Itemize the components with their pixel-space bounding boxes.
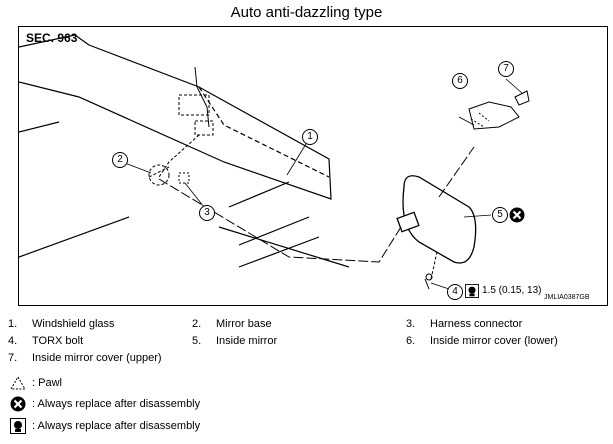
exploded-diagram: SEC. 963 1 2 3 4 5 6 7 1.5 (0.15, 13) JM… (18, 26, 608, 306)
section-label: SEC. 963 (26, 31, 78, 45)
torx-bolt-shape (424, 273, 433, 290)
replace-icon (509, 207, 525, 223)
harness-connector-shape (178, 172, 190, 184)
figure-code: JMLIA0387GB (544, 294, 590, 301)
diagram-drawing (19, 34, 530, 292)
legend-item: 1.Windshield glass (8, 318, 115, 330)
mirror-cover-upper-shape (514, 90, 530, 106)
legend-item: 2.Mirror base (192, 318, 272, 330)
mount-line-cover (438, 146, 475, 198)
callout-1: 1 (302, 129, 318, 145)
bolt-line (430, 251, 438, 280)
mirror-cover-lower-shape (468, 101, 520, 130)
symbol-replace-row: : Always replace after disassembly (10, 396, 200, 414)
torque-value: 1.5 (0.15, 13) (482, 285, 542, 296)
torque-icon (10, 418, 26, 434)
callout-2: 2 (112, 152, 128, 168)
legend-item: 4.TORX bolt (8, 335, 84, 347)
harness-wire-shape (158, 66, 214, 178)
symbol-pawl-row: : Pawl (10, 375, 62, 393)
mount-line (158, 178, 402, 263)
mirror-base-shape (148, 164, 170, 186)
callout-3: 3 (199, 205, 215, 221)
leader-lines (124, 78, 523, 292)
legend-item: 7.Inside mirror cover (upper) (8, 352, 162, 364)
page-title: Auto anti-dazzling type (230, 4, 383, 21)
callout-5: 5 (492, 207, 508, 223)
pawl-icon (10, 376, 26, 390)
callout-4: 4 (447, 284, 463, 300)
legend-item: 3.Harness connector (406, 318, 523, 330)
torque-icon (465, 284, 479, 298)
symbol-torque-row: : Always replace after disassembly (10, 418, 200, 436)
callout-6: 6 (452, 73, 468, 89)
windshield-glass-shape (19, 34, 350, 268)
inside-mirror-shape (396, 175, 477, 264)
legend-item: 6.Inside mirror cover (lower) (406, 335, 558, 347)
replace-icon (10, 396, 26, 412)
callout-7: 7 (498, 61, 514, 77)
legend-item: 5.Inside mirror (192, 335, 278, 347)
